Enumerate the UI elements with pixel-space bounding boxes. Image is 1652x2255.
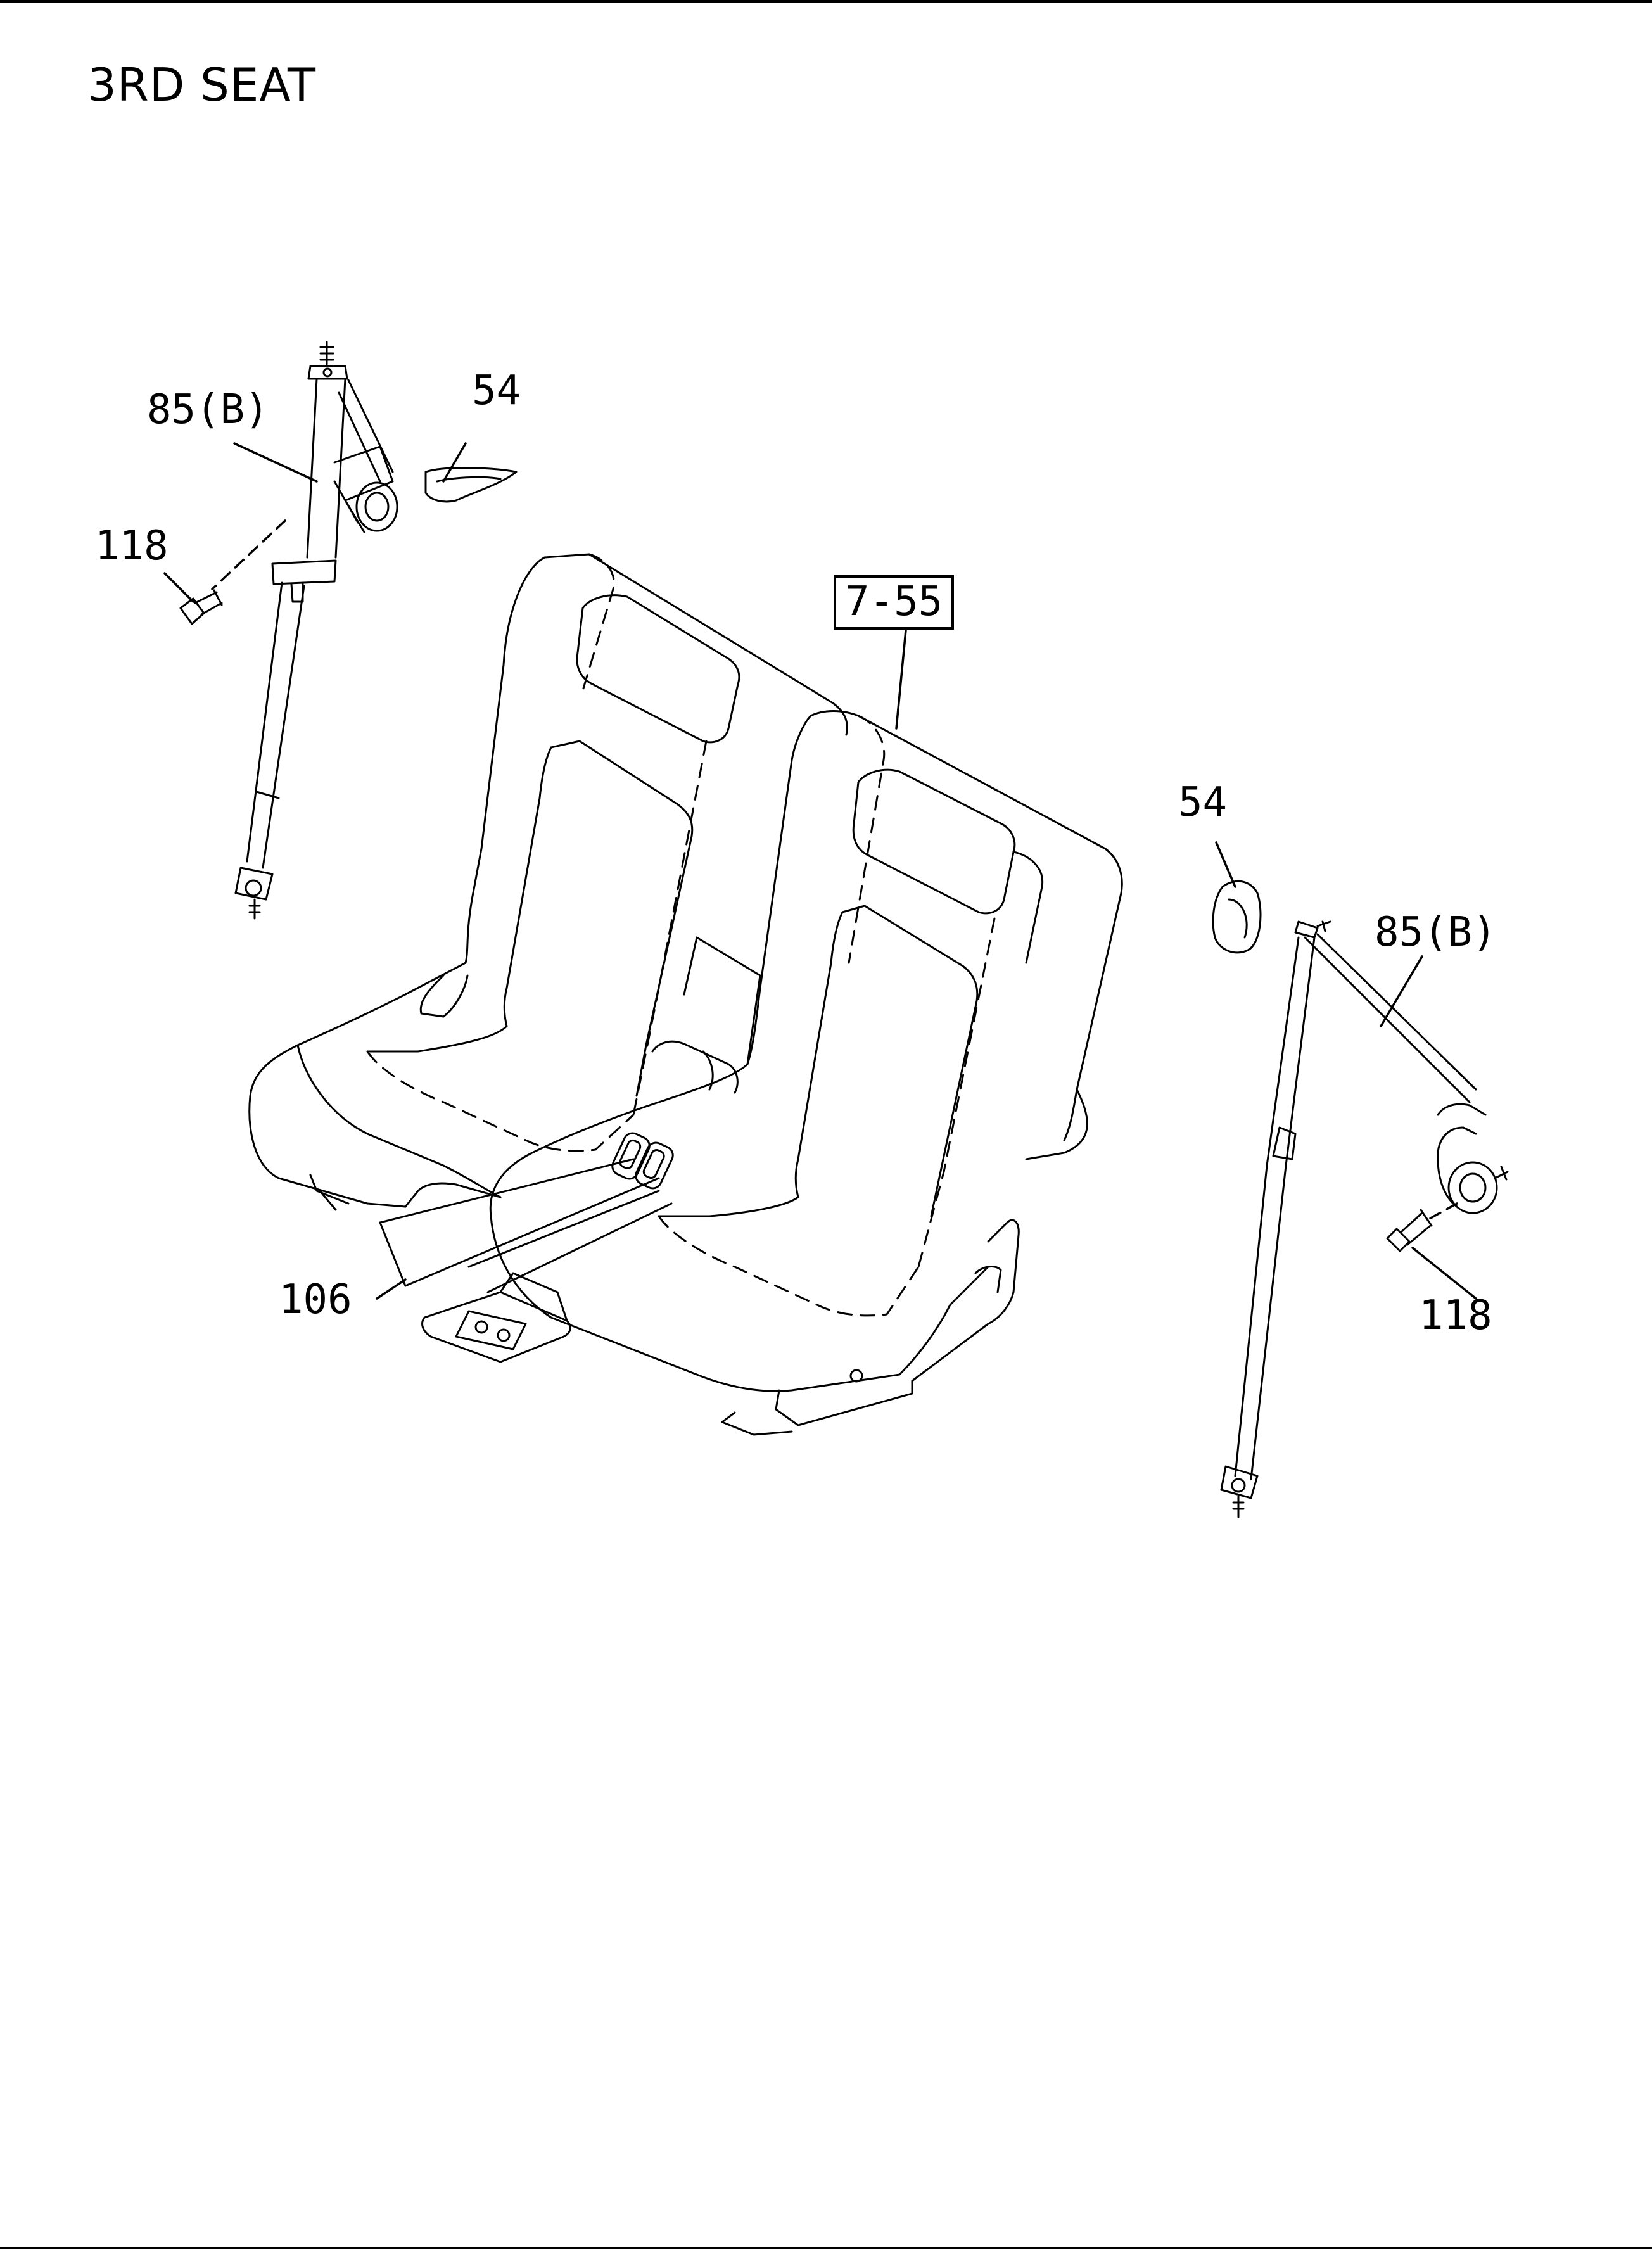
callout-bolt-left: 118 bbox=[95, 523, 168, 569]
center-buckle bbox=[379, 1132, 674, 1293]
callout-guide-cover-right: 54 bbox=[1178, 779, 1228, 826]
page-title: 3RD SEAT bbox=[87, 58, 317, 111]
leader-lines bbox=[163, 442, 1477, 1300]
floor-anchor-plate bbox=[421, 1272, 571, 1363]
callout-seat-belt-left: 85(B) bbox=[147, 386, 269, 433]
left-seat-belt bbox=[234, 341, 398, 920]
right-belt-guide-cover bbox=[1212, 880, 1262, 954]
left-belt-guide-cover bbox=[424, 467, 518, 503]
right-bolt bbox=[1386, 1209, 1433, 1252]
right-seat-belt bbox=[1220, 920, 1509, 1518]
callout-bolt-right: 118 bbox=[1419, 1292, 1492, 1339]
left-bolt bbox=[179, 589, 223, 625]
third-row-seat bbox=[248, 553, 1123, 1436]
callout-seat-belt-right: 85(B) bbox=[1375, 909, 1497, 956]
top-rule bbox=[0, 0, 1652, 3]
callout-guide-cover-left: 54 bbox=[472, 367, 521, 414]
callout-buckle: 106 bbox=[279, 1276, 352, 1323]
callout-seat-reference: 7-55 bbox=[834, 575, 955, 630]
bottom-rule bbox=[0, 2247, 1652, 2249]
